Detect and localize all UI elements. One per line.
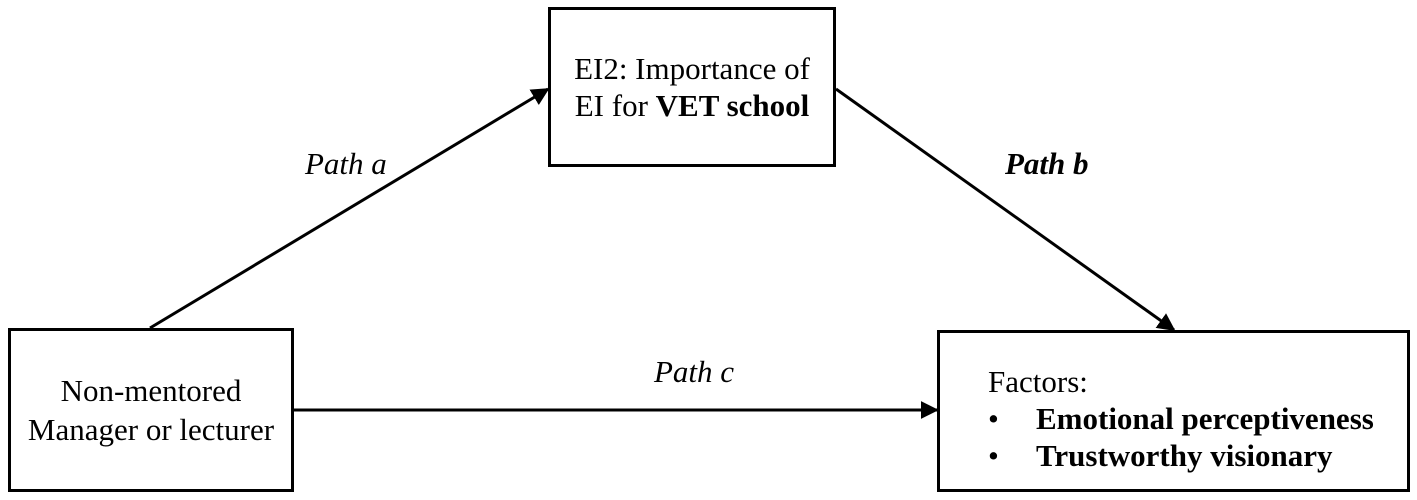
predictor-box: Non-mentored Manager or lecturer [8, 328, 294, 492]
path-b-label: Path b [1005, 146, 1089, 181]
path-b-arrow [835, 87, 1176, 332]
path-c-label: Path c [654, 354, 735, 389]
predictor-line-1: Non-mentored [60, 373, 242, 408]
outcome-item-label: Trustworthy visionary [1036, 438, 1333, 473]
outcome-list-item: • Emotional perceptiveness [988, 400, 1407, 437]
bullet-icon: • [988, 438, 999, 473]
predictor-text: Non-mentored Manager or lecturer [28, 371, 274, 449]
mediator-text: EI2: Importance of EI for VET school [574, 50, 810, 124]
mediator-line-1: EI2: Importance of [574, 51, 810, 86]
path-a-label: Path a [305, 146, 387, 181]
outcome-item-label: Emotional perceptiveness [1036, 401, 1374, 436]
bullet-icon: • [988, 401, 999, 436]
mediator-box: EI2: Importance of EI for VET school [548, 7, 836, 167]
outcome-heading: Factors: [988, 364, 1088, 399]
outcome-box: Factors: • Emotional perceptiveness • Tr… [937, 330, 1410, 492]
predictor-line-2: Manager or lecturer [27, 412, 275, 447]
outcome-list-item: • Trustworthy visionary [988, 437, 1407, 474]
mediator-line-2-bold: VET school [655, 88, 810, 123]
mediator-line-2-prefix: EI for [574, 88, 656, 123]
mediator-line-2: EI for VET school [574, 87, 810, 124]
path-a-arrow [149, 87, 550, 330]
